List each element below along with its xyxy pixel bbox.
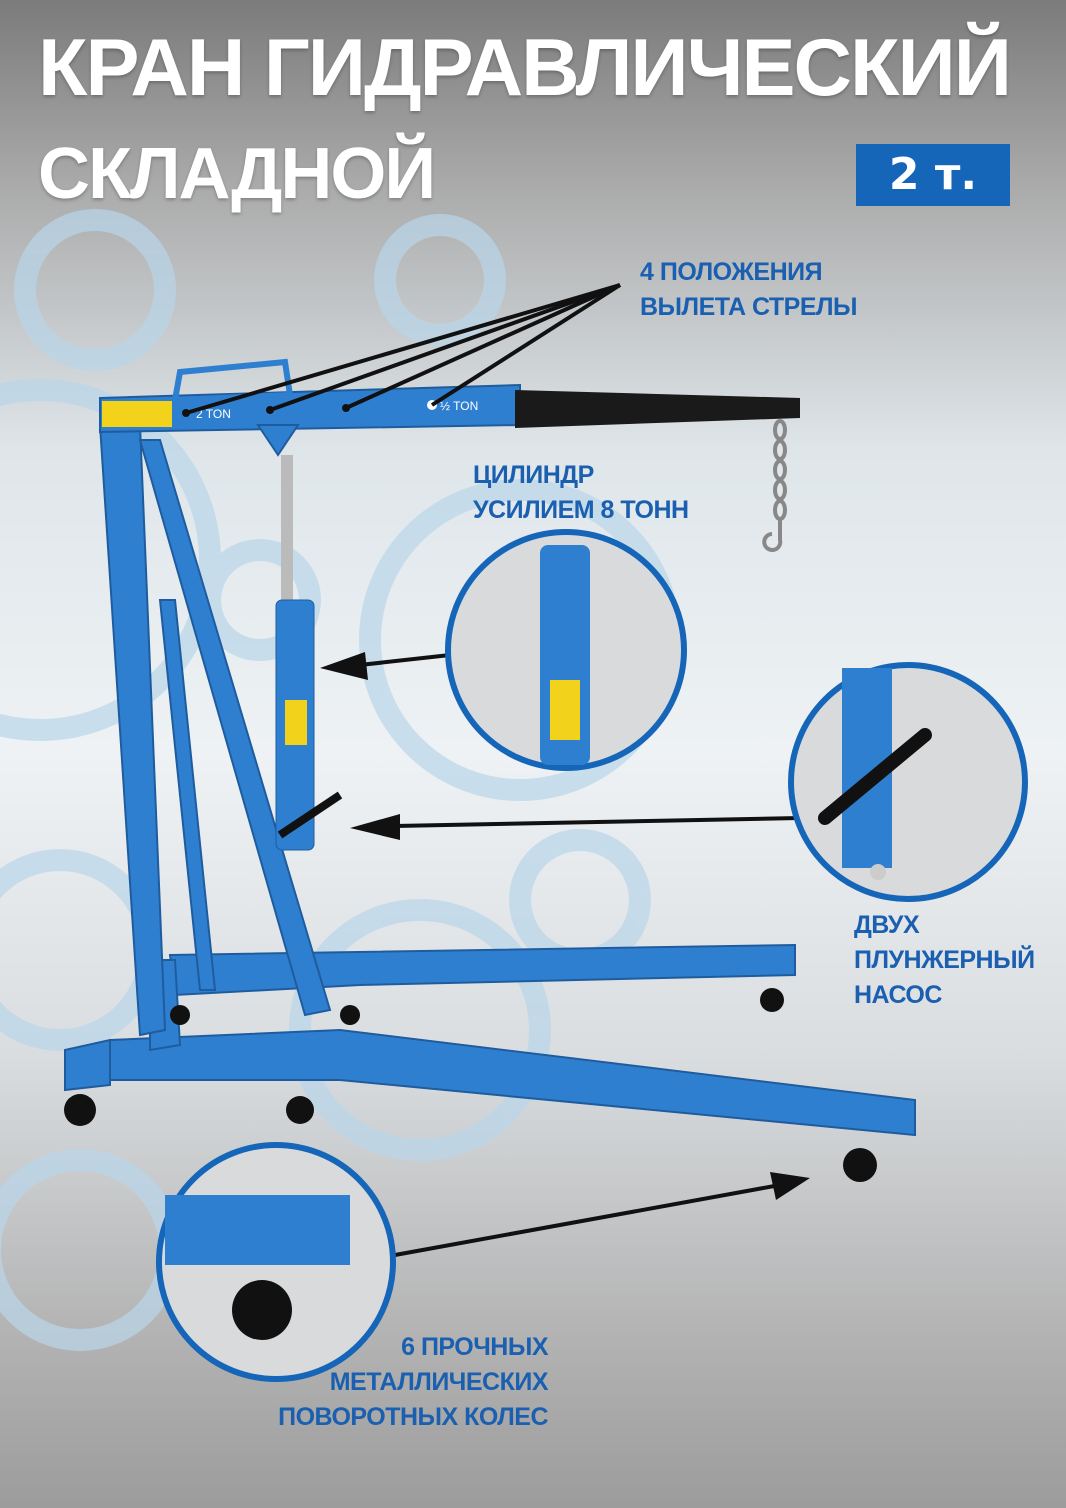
- marking-min: ½ TON: [440, 399, 478, 413]
- crane: [64, 358, 916, 1137]
- piston-rod: [281, 455, 293, 605]
- wheels: [64, 988, 877, 1182]
- boom-extension: [515, 390, 800, 428]
- chain: [762, 419, 787, 552]
- callout-wheels: 6 ПРОЧНЫХ МЕТАЛЛИЧЕСКИХ ПОВОРОТНЫХ КОЛЕС: [278, 1333, 548, 1431]
- marking-max: 2 TON: [196, 407, 231, 421]
- detail-cylinder: [445, 529, 687, 771]
- title-line-2: СКЛАДНОЙ: [38, 134, 436, 214]
- callout-boom: 4 ПОЛОЖЕНИЯ ВЫЛЕТА СТРЕЛЫ: [640, 258, 858, 321]
- callout-pump: ДВУХ ПЛУНЖЕРНЫЙ НАСОС: [854, 911, 1035, 1009]
- capacity-badge: 2 т.: [856, 144, 1010, 206]
- warning-label: [102, 401, 172, 427]
- detail-wheel: [156, 1142, 396, 1382]
- detail-pump: [788, 662, 1028, 902]
- title-line-1: КРАН ГИДРАВЛИЧЕСКИЙ: [38, 23, 1012, 113]
- callout-cylinder: ЦИЛИНДР УСИЛИЕМ 8 ТОНН: [473, 461, 689, 524]
